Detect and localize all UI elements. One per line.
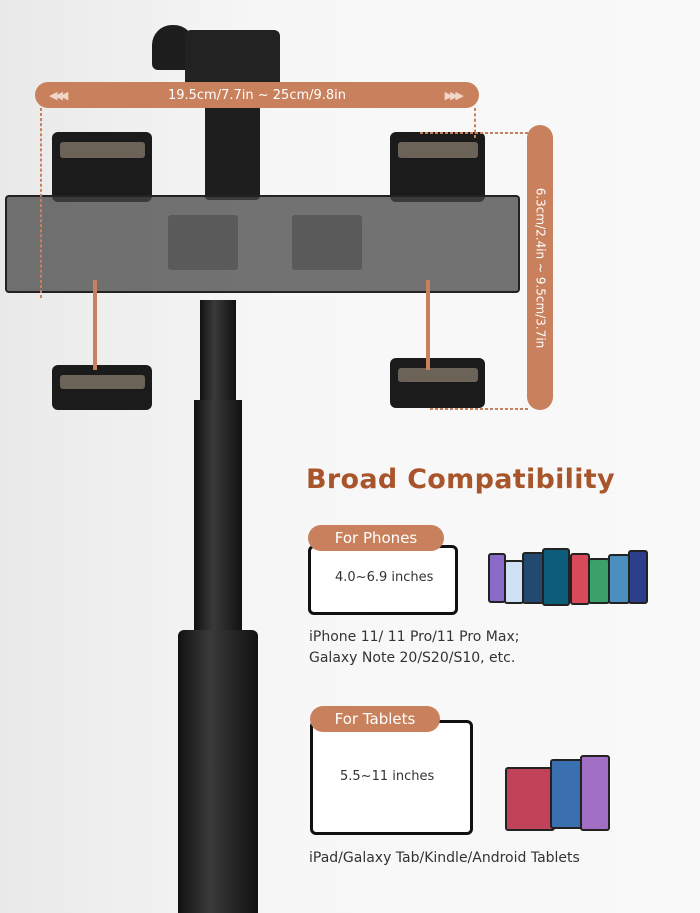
height-guide-top: [420, 132, 528, 134]
phone-size-text: 4.0~6.9 inches: [335, 570, 434, 585]
height-guide-bottom: [430, 408, 528, 410]
right-bottom-clip: [390, 358, 485, 408]
phones-caption-line2: Galaxy Note 20/S20/S10, etc.: [309, 650, 516, 666]
phones-image: [488, 548, 648, 608]
width-guide-left: [40, 108, 42, 298]
right-top-pad: [398, 142, 478, 158]
tablet-size-frame: [310, 720, 473, 835]
arrow-right-icon: ▶▶▶: [444, 88, 464, 102]
extension-pole-lower: [178, 630, 258, 913]
left-adjust-arrow: [93, 280, 97, 370]
width-range-text: 19.5cm/7.7in ~ 25cm/9.8in: [167, 87, 347, 103]
height-range-text: 6.3cm/2.4in ~ 9.5cm/3.7in: [533, 187, 547, 348]
left-top-pad: [60, 142, 145, 158]
tablets-image: [505, 755, 610, 833]
phones-caption: iPhone 11/ 11 Pro/11 Pro Max; Galaxy Not…: [309, 627, 519, 669]
arrow-left-icon: ◀◀◀: [49, 88, 68, 102]
right-adjust-arrow: [426, 280, 430, 370]
phone-size-frame: [308, 545, 458, 615]
tablet-size-text: 5.5~11 inches: [340, 769, 435, 784]
compatibility-heading: Broad Compatibility: [306, 464, 615, 495]
tablet-holder-bar: [5, 195, 520, 293]
center-pad-left: [168, 215, 238, 270]
center-pad-right: [292, 215, 362, 270]
right-bottom-pad: [398, 368, 478, 382]
phones-caption-line1: iPhone 11/ 11 Pro/11 Pro Max;: [309, 629, 520, 645]
tripod-stand-illustration: [5, 25, 520, 913]
width-guide-right: [474, 108, 476, 138]
mount-neck: [205, 90, 260, 200]
phones-tag: For Phones: [308, 525, 444, 551]
tablets-tag: For Tablets: [310, 706, 440, 732]
extension-pole-middle: [194, 400, 242, 640]
left-bottom-pad: [60, 375, 145, 389]
height-range-label: 6.3cm/2.4in ~ 9.5cm/3.7in: [527, 125, 553, 410]
mount-head: [185, 30, 280, 90]
tablets-caption: iPad/Galaxy Tab/Kindle/Android Tablets: [309, 850, 580, 866]
width-range-label: ◀◀◀ 19.5cm/7.7in ~ 25cm/9.8in ▶▶▶: [35, 82, 479, 108]
